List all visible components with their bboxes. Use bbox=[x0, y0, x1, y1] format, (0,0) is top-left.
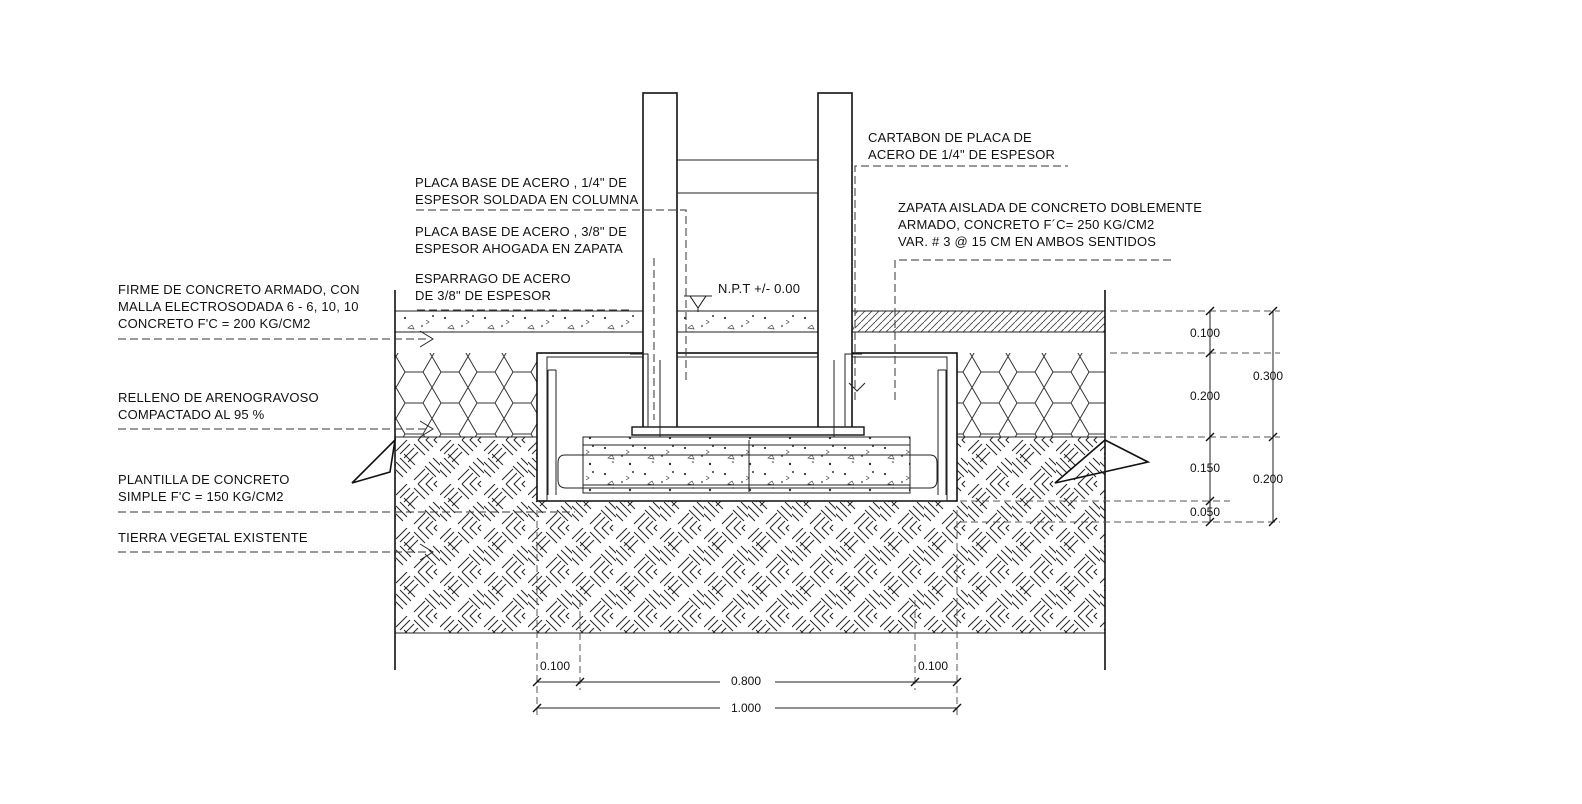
dim-total-width: 1.000 bbox=[731, 701, 761, 715]
base-plate bbox=[631, 426, 865, 436]
firme-line-2: MALLA ELECTROSODADA 6 - 6, 10, 10 bbox=[118, 299, 359, 314]
footing bbox=[536, 352, 958, 502]
firme-line-1: FIRME DE CONCRETO ARMADO, CON bbox=[118, 282, 360, 297]
npt-level-marker: N.P.T +/- 0.00 bbox=[684, 281, 800, 312]
esparrago-line-1: ESPARRAGO DE ACERO bbox=[415, 271, 571, 286]
dim-fill-thickness: 0.200 bbox=[1190, 389, 1220, 403]
dim-plantilla-thickness: 0.050 bbox=[1190, 505, 1220, 519]
steel-column bbox=[630, 92, 865, 437]
annotations: CARTABON DE PLACA DE ACERO DE 1/4" DE ES… bbox=[118, 130, 1202, 545]
dim-lower-total: 0.200 bbox=[1253, 472, 1283, 486]
dim-slab-thickness: 0.100 bbox=[1190, 326, 1220, 340]
zapata-line-1: ZAPATA AISLADA DE CONCRETO DOBLEMENTE bbox=[898, 200, 1202, 215]
placa-base-14-line-1: PLACA BASE DE ACERO , 1/4" DE bbox=[415, 175, 627, 190]
tierra-label: TIERRA VEGETAL EXISTENTE bbox=[118, 530, 308, 545]
dim-left-margin: 0.100 bbox=[540, 659, 570, 673]
boundary-lines bbox=[351, 290, 1151, 670]
dim-upper-total: 0.300 bbox=[1253, 369, 1283, 383]
plantilla-line-2: SIMPLE F'C = 150 KG/CM2 bbox=[118, 489, 284, 504]
existing-ground-hatch bbox=[855, 311, 1105, 332]
placa-base-14-line-2: ESPESOR SOLDADA EN COLUMNA bbox=[415, 192, 638, 207]
column-flange-right bbox=[817, 92, 853, 432]
dimension-lines bbox=[532, 306, 1280, 715]
esparrago-line-2: DE 3/8" DE ESPESOR bbox=[415, 288, 551, 303]
leader-lines bbox=[118, 165, 1175, 561]
cartabon-line-2: ACERO DE 1/4" DE ESPESOR bbox=[868, 147, 1055, 162]
slab-layer bbox=[395, 311, 855, 332]
relleno-line-1: RELLENO DE ARENOGRAVOSO bbox=[118, 390, 319, 405]
firme-line-3: CONCRETO F'C = 200 KG/CM2 bbox=[118, 316, 311, 331]
cartabon-line-1: CARTABON DE PLACA DE bbox=[868, 130, 1032, 145]
dim-right-margin: 0.100 bbox=[918, 659, 948, 673]
dim-core-width: 0.800 bbox=[731, 674, 761, 688]
zapata-line-3: VAR. # 3 @ 15 CM EN AMBOS SENTIDOS bbox=[898, 234, 1156, 249]
placa-base-38-line-1: PLACA BASE DE ACERO , 3/8" DE bbox=[415, 224, 627, 239]
placa-base-38-line-2: ESPESOR AHOGADA EN ZAPATA bbox=[415, 241, 623, 256]
plantilla-line-1: PLANTILLA DE CONCRETO bbox=[118, 472, 290, 487]
relleno-line-2: COMPACTADO AL 95 % bbox=[118, 407, 265, 422]
zapata-line-2: ARMADO, CONCRETO F´C= 250 KG/CM2 bbox=[898, 217, 1154, 232]
npt-label: N.P.T +/- 0.00 bbox=[718, 281, 800, 296]
dim-footing-thickness: 0.150 bbox=[1190, 461, 1220, 475]
footing-concrete-core bbox=[582, 436, 911, 494]
dimension-values: 0.100 0.200 0.150 0.050 0.300 0.200 0.10… bbox=[540, 326, 1283, 715]
